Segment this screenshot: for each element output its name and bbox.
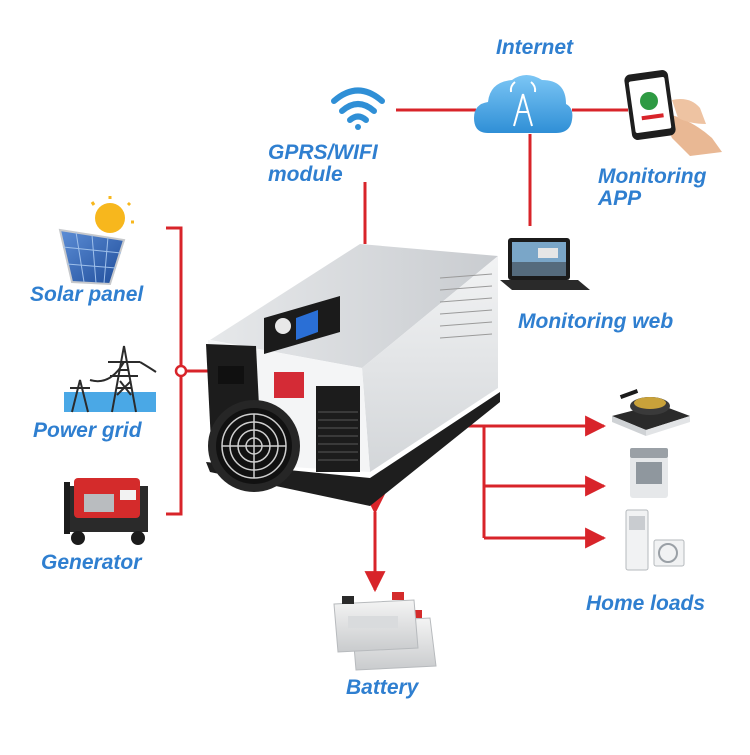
generator-label: Generator: [41, 552, 141, 574]
power-grid-label: Power grid: [33, 420, 142, 442]
battery-label-text: Battery: [346, 676, 419, 699]
power-pylon-icon: [64, 345, 157, 413]
smartphone-icon: [624, 70, 722, 156]
battery-icon: [333, 592, 437, 671]
cloud-icon: [474, 75, 573, 133]
air-conditioner-icon: [625, 509, 685, 571]
solar-panel-label-text: Solar panel: [30, 283, 144, 306]
power-grid-label-text: Power grid: [33, 419, 142, 442]
gprs-wifi-module-label: GPRS/WIFI module: [268, 142, 378, 186]
monitoring-app-label-line2: APP: [598, 187, 642, 210]
monitoring-web-label-text: Monitoring web: [518, 310, 674, 333]
generator-label-text: Generator: [41, 551, 142, 574]
internet-label-text: Internet: [496, 36, 574, 59]
induction-cooker-icon: [612, 389, 690, 436]
generator-icon: [64, 478, 148, 545]
home-loads-label-text: Home loads: [586, 592, 706, 615]
laptop-icon: [500, 238, 590, 290]
washing-machine-icon: [630, 448, 668, 498]
internet-label: Internet: [496, 37, 573, 59]
inverter-unit: [206, 244, 500, 506]
bracket-junction-dot: [174, 364, 188, 378]
monitoring-app-label-line1: Monitoring: [598, 165, 707, 188]
wifi-icon: [331, 87, 385, 130]
solar-panel-icon: [58, 196, 134, 286]
gprs-wifi-label-line2: module: [268, 163, 343, 186]
solar-panel-label: Solar panel: [30, 284, 143, 306]
monitoring-web-label: Monitoring web: [518, 311, 673, 333]
battery-label: Battery: [346, 677, 418, 699]
monitoring-app-label: Monitoring APP: [598, 166, 706, 210]
home-loads-label: Home loads: [586, 593, 705, 615]
gprs-wifi-label-line1: GPRS/WIFI: [268, 141, 378, 164]
